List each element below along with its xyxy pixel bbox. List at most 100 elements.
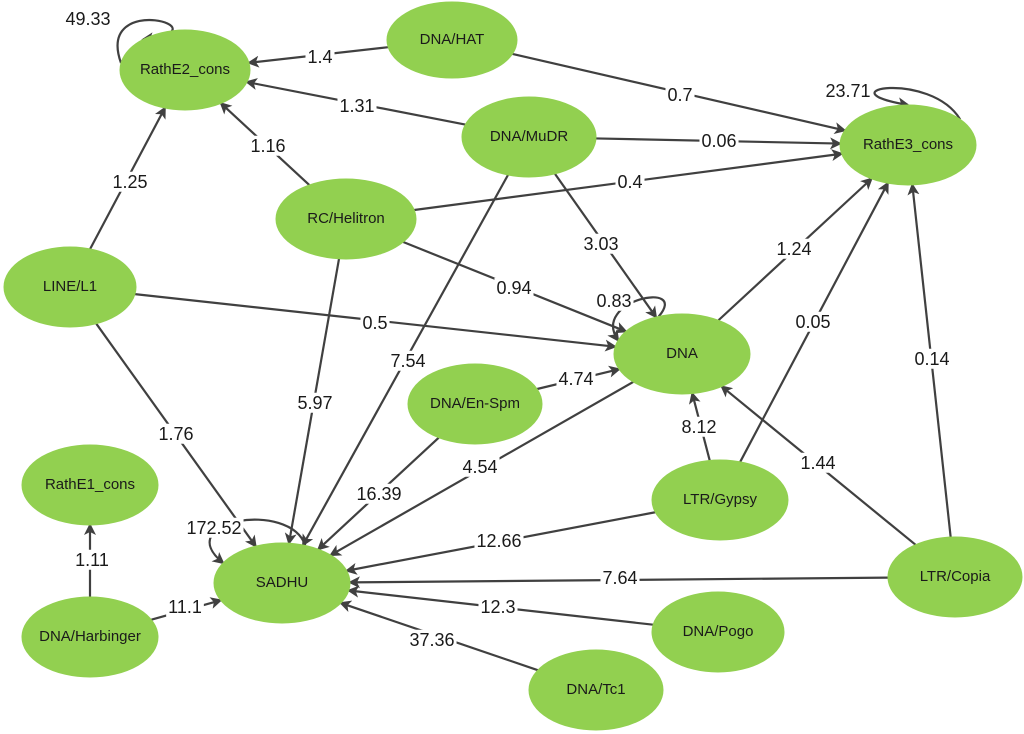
- edge-weight-label: 172.52: [186, 518, 241, 538]
- node-label: RathE3_cons: [863, 136, 953, 153]
- edge-weight-label-group: 1.24: [774, 238, 814, 259]
- node-ltr-copia[interactable]: LTR/Copia: [887, 536, 1023, 618]
- edge-rathe3-cons-to-rathe3-cons: [873, 86, 962, 120]
- node-label: DNA/MuDR: [490, 128, 569, 145]
- edge-weight-label: 0.5: [362, 313, 387, 333]
- node-rathe1-cons[interactable]: RathE1_cons: [21, 444, 159, 526]
- edge-label-background: [600, 567, 640, 588]
- edge-weight-label: 1.31: [339, 96, 374, 116]
- node-sadhu[interactable]: SADHU: [213, 542, 351, 624]
- edge-weight-label: 1.25: [112, 172, 147, 192]
- edge-label-background: [665, 84, 695, 105]
- edge-label-background: [474, 530, 524, 551]
- edge-label-background: [388, 350, 428, 371]
- node-rathe3-cons[interactable]: RathE3_cons: [839, 104, 977, 186]
- nodes-layer: RathE2_cons DNA/HAT RathE3_cons DNA/MuDR RC/…: [3, 1, 1023, 731]
- edge-weight-label-group: 0.05: [793, 311, 833, 332]
- edge-weight-label: 12.66: [476, 531, 521, 551]
- edge-label-background: [823, 80, 873, 101]
- edge-weight-label: 0.94: [496, 278, 531, 298]
- edge-weight-label: 0.05: [795, 312, 830, 332]
- edge-weight-label-group: 37.36: [407, 629, 457, 650]
- node-ellipse[interactable]: [119, 29, 251, 111]
- node-dna-harbinger[interactable]: DNA/Harbinger: [21, 596, 159, 678]
- node-rc-helitron[interactable]: RC/Helitron: [275, 178, 417, 260]
- edge-weight-label-group: 0.06: [699, 130, 739, 151]
- node-rathe2-cons[interactable]: RathE2_cons: [119, 29, 251, 111]
- edge-weight-label-group: 0.7: [665, 84, 695, 105]
- node-ellipse[interactable]: [651, 459, 789, 541]
- node-ellipse[interactable]: [528, 649, 664, 731]
- edge-dna-to-dna: [607, 296, 666, 342]
- node-dna-hat[interactable]: DNA/HAT: [386, 1, 518, 79]
- edge-weight-label-group: 1.16: [248, 135, 288, 156]
- edge-label-background: [407, 629, 457, 650]
- node-ellipse[interactable]: [839, 104, 977, 186]
- edge-label-background: [156, 423, 196, 444]
- edge-label-background: [699, 130, 739, 151]
- node-label: DNA/Pogo: [683, 623, 754, 640]
- node-ellipse[interactable]: [21, 596, 159, 678]
- node-ltr-gypsy[interactable]: LTR/Gypsy: [651, 459, 789, 541]
- edge-weight-label: 4.54: [462, 457, 497, 477]
- edge-weight-label: 1.4: [307, 47, 332, 67]
- node-ellipse[interactable]: [461, 96, 597, 178]
- edge-weight-label: 0.7: [667, 85, 692, 105]
- edge-weight-label: 37.36: [409, 630, 454, 650]
- node-label: DNA: [666, 345, 698, 362]
- node-label: RathE1_cons: [45, 476, 135, 493]
- edge-weight-label-group: 12.66: [474, 530, 524, 551]
- edge-weight-label-group: 0.94: [494, 277, 534, 298]
- edge-weight-label: 1.76: [158, 424, 193, 444]
- node-ellipse[interactable]: [651, 591, 785, 673]
- edge-label-background: [556, 368, 596, 389]
- edge-label-background: [912, 348, 952, 369]
- node-dna-en-spm[interactable]: DNA/En-Spm: [407, 363, 543, 445]
- node-ellipse[interactable]: [386, 1, 518, 79]
- node-label: RC/Helitron: [307, 210, 385, 227]
- edge-label-background: [354, 483, 404, 504]
- edge-weight-label: 7.54: [390, 351, 425, 371]
- edge-label-background: [494, 277, 534, 298]
- edge-weight-label-group: 5.97: [295, 392, 335, 413]
- node-ellipse[interactable]: [613, 313, 751, 395]
- edge-weight-label-group: 0.5: [360, 312, 390, 333]
- edge-label-background: [337, 95, 377, 116]
- edge-weight-label-group: 3.03: [581, 233, 621, 254]
- edge-label-background: [360, 312, 390, 333]
- node-ellipse[interactable]: [3, 246, 137, 328]
- edge-label-background: [798, 452, 838, 473]
- node-line-l1[interactable]: LINE/L1: [3, 246, 137, 328]
- node-ellipse[interactable]: [275, 178, 417, 260]
- node-dna-pogo[interactable]: DNA/Pogo: [651, 591, 785, 673]
- edge-weight-label: 0.06: [701, 131, 736, 151]
- edge-weight-label: 8.12: [681, 417, 716, 437]
- node-ellipse[interactable]: [407, 363, 543, 445]
- edge-weight-label-group: 0.14: [912, 348, 952, 369]
- edge-weight-label: 1.11: [75, 550, 109, 570]
- edge-weight-label-group: 4.54: [460, 456, 500, 477]
- node-ellipse[interactable]: [21, 444, 159, 526]
- edge-weight-label: 1.44: [800, 453, 835, 473]
- edge-weight-label: 0.14: [914, 349, 949, 369]
- edge-weight-label: 7.64: [602, 568, 637, 588]
- node-dna[interactable]: DNA: [613, 313, 751, 395]
- edge-weight-label-group: 23.71: [823, 80, 873, 101]
- edge-weight-label-group: 1.11: [73, 549, 111, 570]
- edge-weight-label-group: 1.31: [337, 95, 377, 116]
- node-ellipse[interactable]: [213, 542, 351, 624]
- edge-weight-label: 1.24: [776, 239, 811, 259]
- edge-weight-label-group: 1.44: [798, 452, 838, 473]
- edge-weight-label-group: 16.39: [354, 483, 404, 504]
- node-dna-tc1[interactable]: DNA/Tc1: [528, 649, 664, 731]
- edge-label-background: [615, 171, 645, 192]
- edge-label-background: [248, 135, 288, 156]
- edge-label-background: [793, 311, 833, 332]
- edge-label-background: [594, 290, 634, 311]
- node-dna-mudr[interactable]: DNA/MuDR: [461, 96, 597, 178]
- node-ellipse[interactable]: [887, 536, 1023, 618]
- edge-weight-label-group: 0.4: [615, 171, 645, 192]
- edge-weight-label: 1.16: [250, 136, 285, 156]
